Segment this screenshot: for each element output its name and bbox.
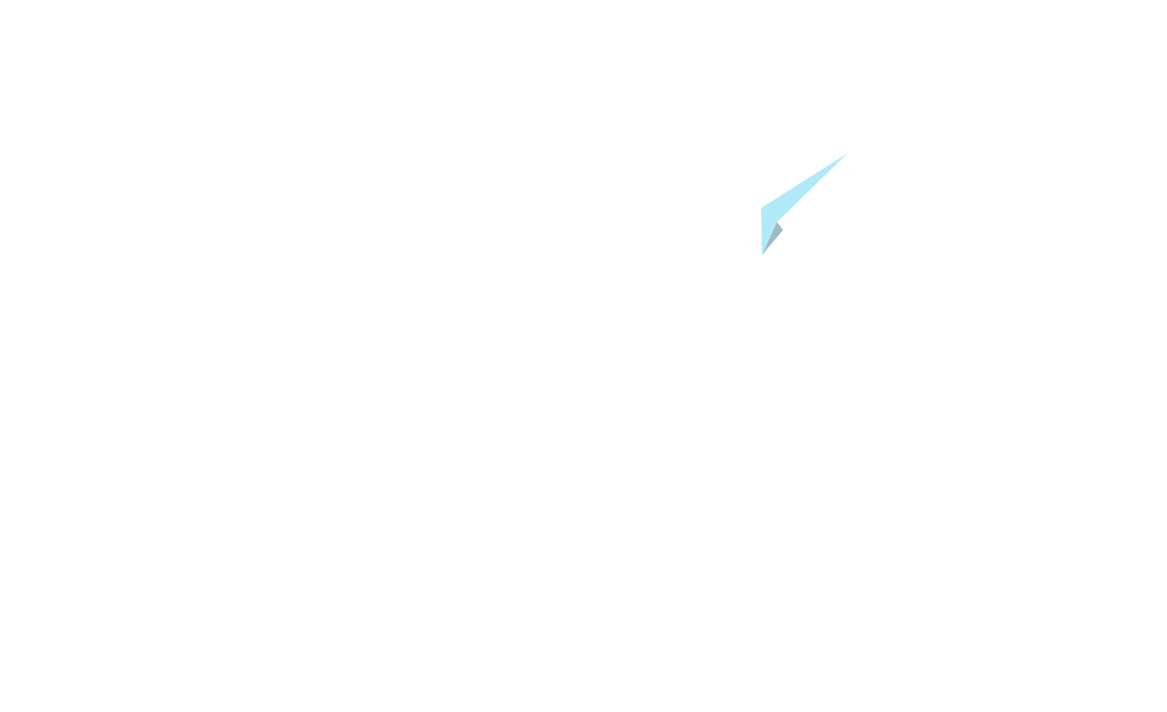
folded-paper-icon-main: [761, 153, 848, 255]
folded-paper-icon-fold: [762, 222, 783, 255]
